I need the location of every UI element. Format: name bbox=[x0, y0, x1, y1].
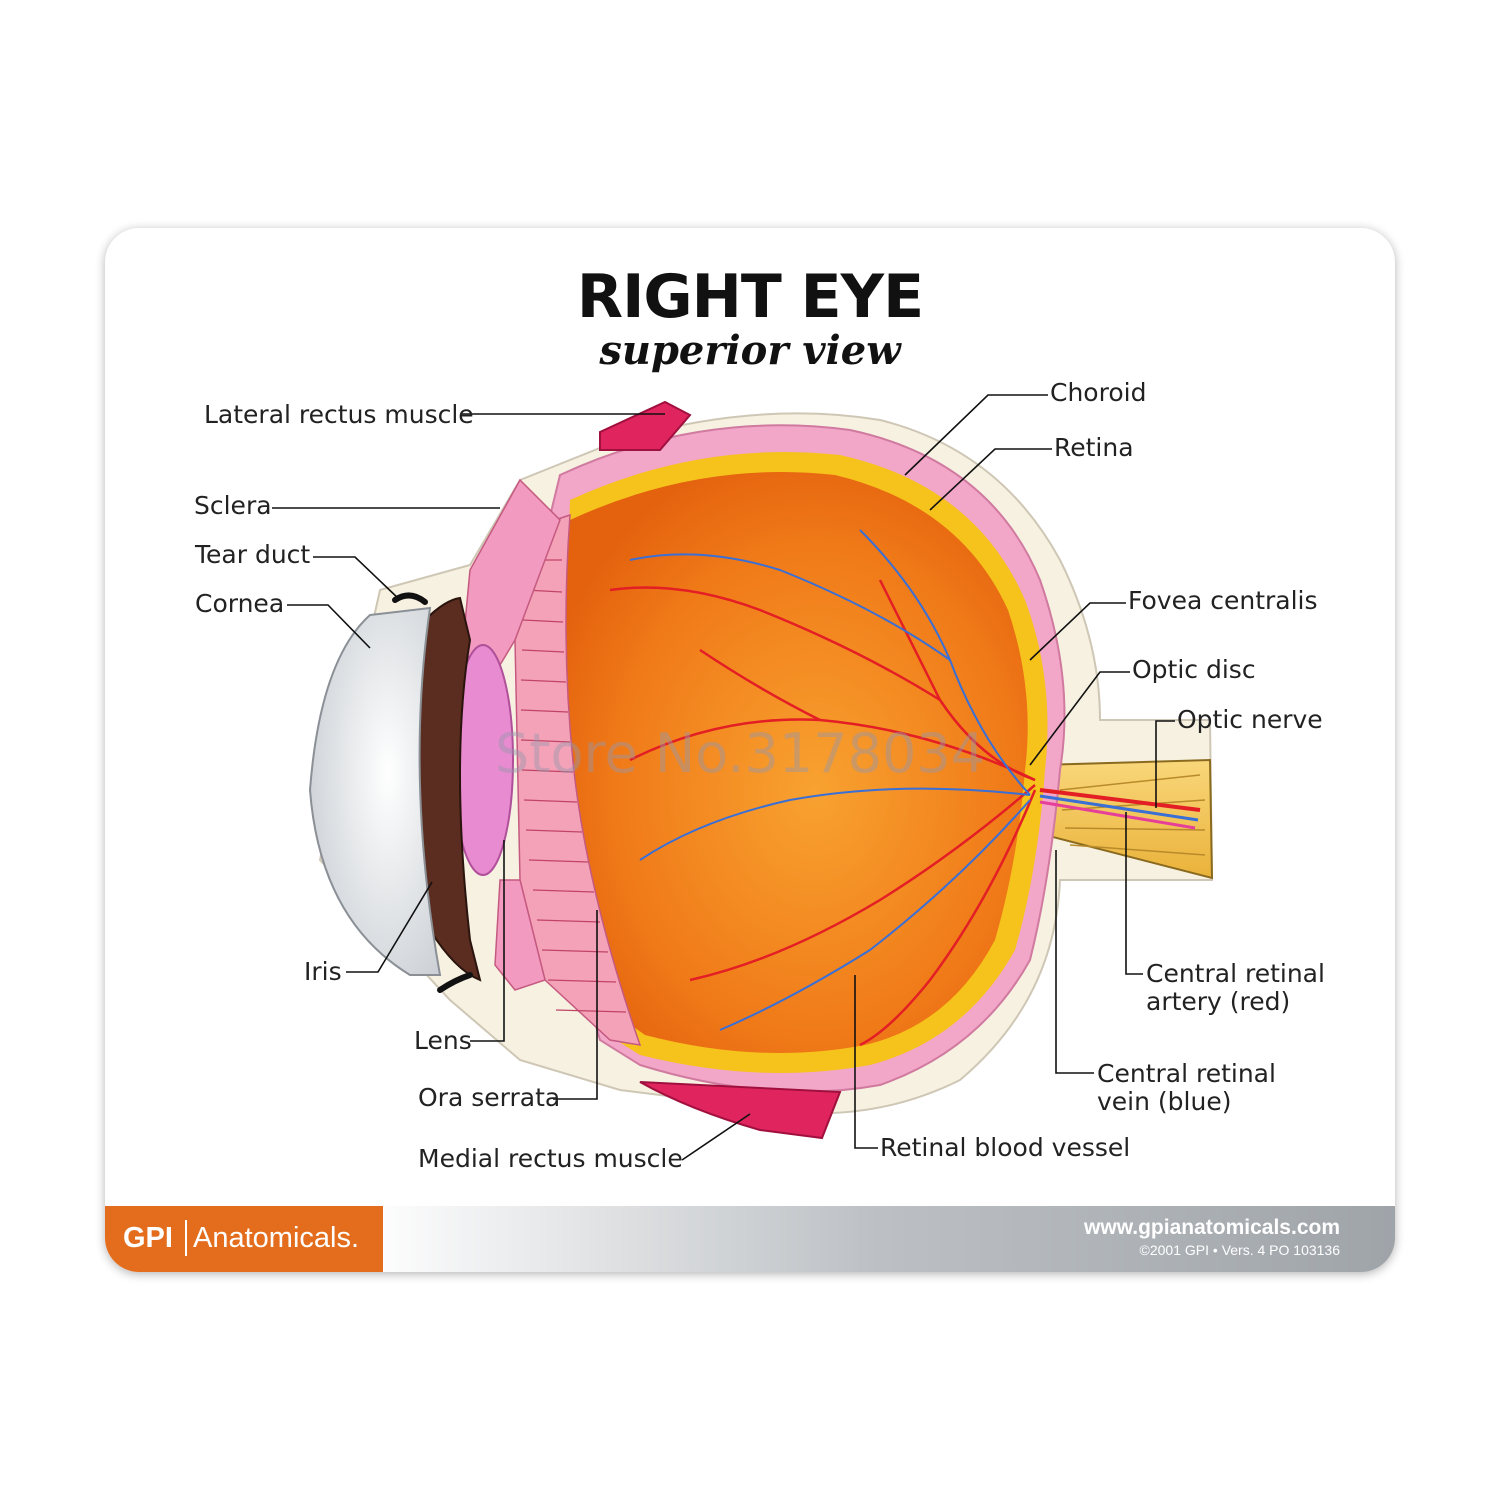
diagram-title: RIGHT EYE bbox=[576, 262, 924, 332]
footer-copyright: ©2001 GPI • Vers. 4 PO 103136 bbox=[1139, 1242, 1340, 1258]
label-vein-line2: vein (blue) bbox=[1097, 1087, 1232, 1116]
footer-bar: GPI Anatomicals. www.gpianatomicals.com … bbox=[105, 1206, 1395, 1272]
footer-url: www.gpianatomicals.com bbox=[1084, 1216, 1340, 1239]
brand-divider bbox=[185, 1220, 187, 1256]
ciliary-body bbox=[514, 513, 642, 1046]
label-lens: Lens bbox=[414, 1026, 472, 1055]
retinal-vessels-blue bbox=[629, 529, 1031, 1031]
label-retina: Retina bbox=[1054, 433, 1134, 462]
label-tear-duct: Tear duct bbox=[195, 540, 311, 569]
label-iris: Iris bbox=[304, 957, 342, 986]
brand-logo: GPI Anatomicals. bbox=[105, 1206, 383, 1272]
watermark-text: Store No.3178034 bbox=[495, 722, 986, 785]
brand-name-text: Anatomicals. bbox=[193, 1222, 360, 1254]
cornea-shape bbox=[308, 606, 442, 976]
diagram-subtitle: superior view bbox=[599, 327, 901, 374]
label-vein-line1: Central retinal bbox=[1097, 1059, 1276, 1088]
brand-gpi-text: GPI bbox=[123, 1222, 173, 1254]
label-artery-line1: Central retinal bbox=[1146, 959, 1325, 988]
label-artery-line2: artery (red) bbox=[1146, 987, 1291, 1016]
label-retinal-blood-vessel: Retinal blood vessel bbox=[880, 1133, 1131, 1162]
label-choroid: Choroid bbox=[1050, 378, 1147, 407]
label-medial-rectus: Medial rectus muscle bbox=[418, 1144, 683, 1173]
lateral-rectus-shape bbox=[599, 400, 692, 451]
anterior-tissue-lower bbox=[494, 879, 546, 991]
medial-rectus-shape bbox=[639, 1081, 842, 1140]
vitreous-body bbox=[555, 472, 1028, 1053]
leader-lines bbox=[272, 394, 1175, 1161]
retinal-vessels-red bbox=[609, 579, 1037, 1047]
label-fovea-centralis: Fovea centralis bbox=[1128, 586, 1318, 615]
label-sclera: Sclera bbox=[194, 491, 272, 520]
label-lateral-rectus: Lateral rectus muscle bbox=[204, 400, 474, 429]
label-cornea: Cornea bbox=[195, 589, 285, 618]
label-ora-serrata: Ora serrata bbox=[418, 1083, 561, 1112]
label-optic-disc: Optic disc bbox=[1132, 655, 1256, 684]
label-optic-nerve: Optic nerve bbox=[1177, 705, 1323, 734]
